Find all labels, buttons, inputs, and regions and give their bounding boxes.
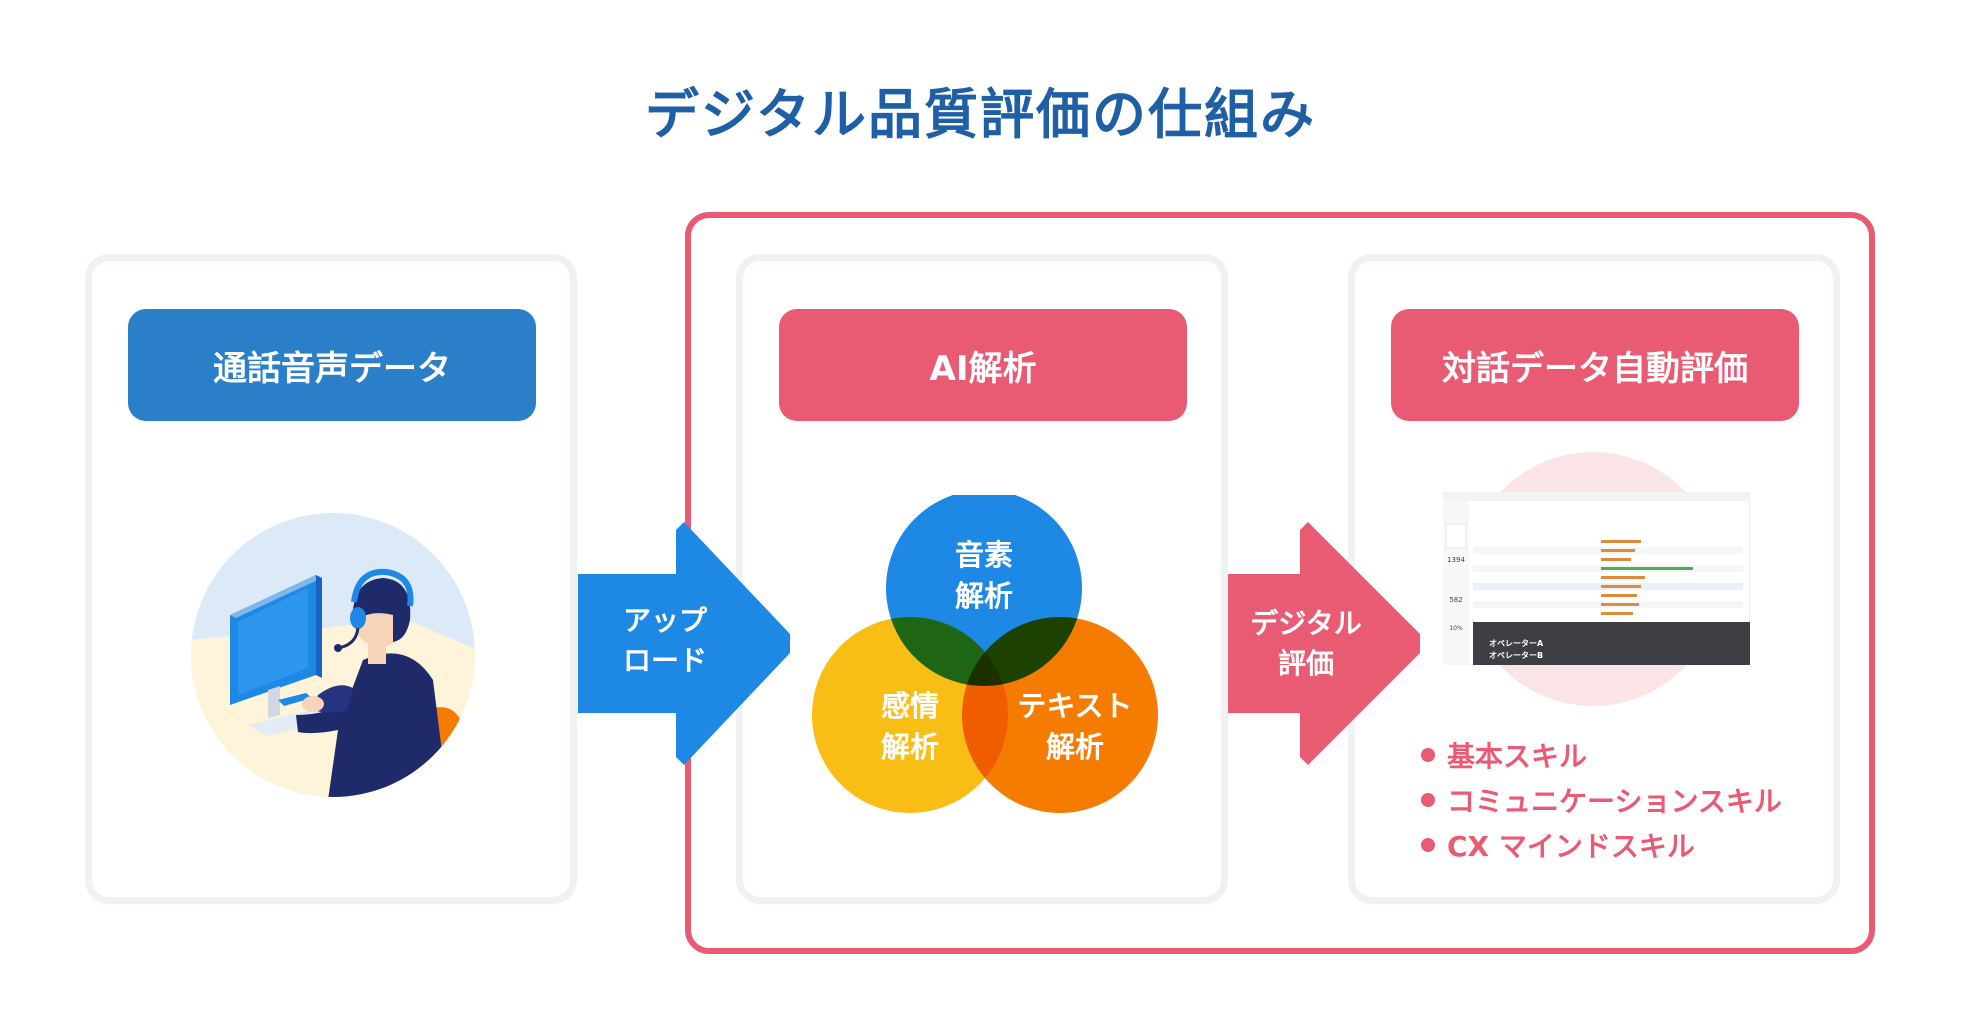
operator-b: オペレーターB [1489, 650, 1543, 660]
page-title: デジタル品質評価の仕組み [645, 83, 1316, 146]
emotion-label-line1: 感情 [880, 689, 939, 723]
operator-a: オペレーターA [1489, 638, 1544, 648]
digital-evaluation-arrow [1228, 522, 1420, 765]
skill-item-communication: コミュニケーションスキル [1421, 779, 1782, 824]
digital-evaluation-label: デジタル 評価 [1236, 604, 1376, 684]
skill-label: 基本スキル [1447, 740, 1588, 773]
operator-illustration [191, 513, 475, 797]
text-analysis-label: テキスト 解析 [1000, 686, 1150, 768]
stat-2: 582 [1449, 596, 1462, 604]
upload-label-line1: アップ [622, 604, 707, 637]
voice-analysis-label: 音素 解析 [924, 535, 1044, 617]
ai-analysis-header: AI解析 [779, 309, 1187, 421]
emotion-analysis-label: 感情 解析 [850, 686, 970, 768]
skills-list: 基本スキル コミュニケーションスキル CX マインドスキル [1421, 734, 1782, 869]
eval-label-line2: 評価 [1277, 647, 1334, 680]
skill-label: コミュニケーションスキル [1447, 785, 1782, 818]
emotion-label-line2: 解析 [880, 730, 939, 764]
text-analysis-circle [962, 617, 1158, 813]
bullet-icon [1421, 748, 1435, 762]
eval-label-line1: デジタル [1250, 607, 1362, 640]
auto-evaluation-header: 対話データ自動評価 [1391, 309, 1799, 421]
bullet-icon [1421, 838, 1435, 852]
emotion-analysis-circle [812, 617, 1008, 813]
skill-item-basic: 基本スキル [1421, 734, 1782, 779]
upload-label-line2: ロード [622, 644, 707, 677]
voice-label-line2: 解析 [954, 579, 1013, 613]
upload-arrow-label: アップ ロード [605, 601, 725, 681]
skill-label: CX マインドスキル [1447, 830, 1695, 863]
skill-item-cx-mind: CX マインドスキル [1421, 824, 1782, 869]
text-label-line1: テキスト [1017, 689, 1133, 723]
text-label-line2: 解析 [1045, 730, 1104, 764]
voice-data-header: 通話音声データ [128, 309, 536, 421]
stat-3: 10% [1449, 625, 1463, 632]
upload-arrow [578, 522, 790, 765]
stat-1: 1394 [1447, 556, 1465, 564]
bullet-icon [1421, 793, 1435, 807]
evaluation-dashboard-screenshot: 1394 582 10% オペレーターA オペレーターB [1443, 492, 1750, 665]
analysis-venn-diagram [812, 495, 1158, 813]
voice-label-line1: 音素 [954, 538, 1013, 572]
